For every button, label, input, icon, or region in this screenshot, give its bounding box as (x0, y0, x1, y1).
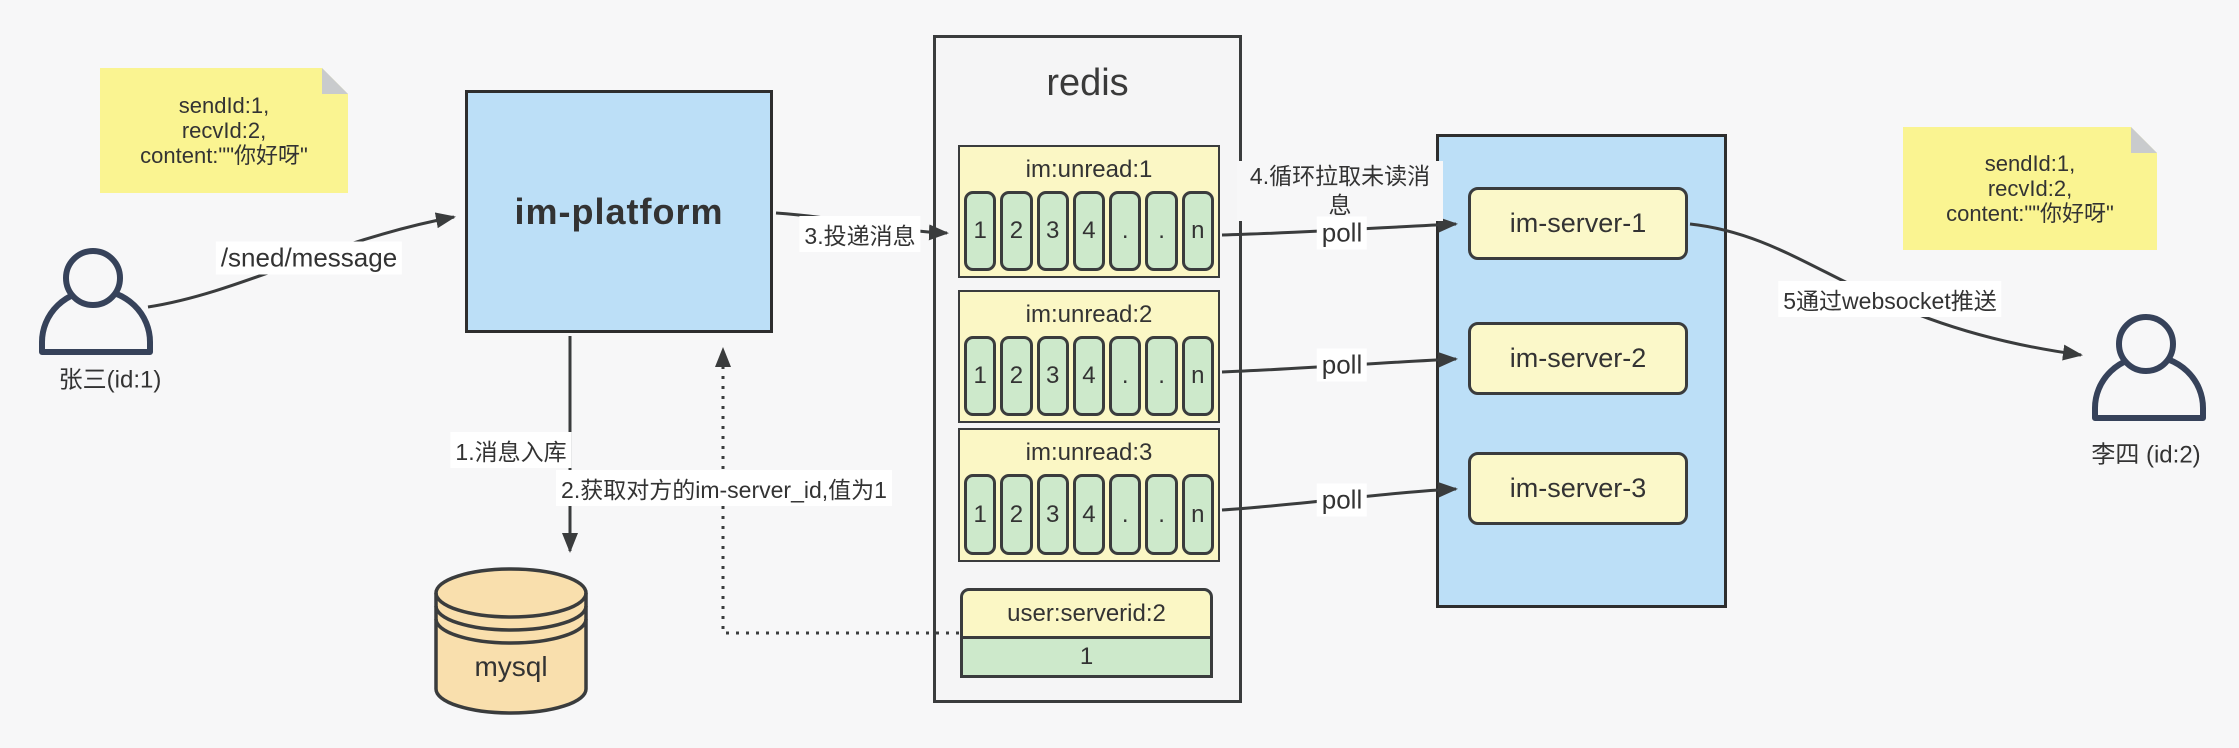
queue-cell: 1 (964, 191, 997, 271)
queue-cell: 1 (964, 336, 997, 416)
mysql-label: mysql (474, 651, 548, 682)
queue-cell: 4 (1072, 191, 1106, 271)
note-line: content:""你好呀" (1946, 201, 2114, 226)
queue-im-unread-3: im:unread:3 1 2 3 4 . . n (958, 428, 1220, 562)
edge-label-pull-loop: 4.循环拉取未读消息 (1237, 161, 1443, 221)
queue-im-unread-1: im:unread:1 1 2 3 4 . . n (958, 145, 1220, 278)
im-platform-label: im-platform (514, 190, 724, 232)
note-line: recvId:2, (1987, 176, 2073, 201)
queue-cell: 2 (1000, 474, 1033, 555)
queue-title: im:unread:3 (1025, 439, 1153, 466)
note-line: content:""你好呀" (140, 143, 308, 168)
queue-cell: 3 (1036, 191, 1069, 271)
edge-label-lookup: 2.获取对方的im-server_id,值为1 (556, 470, 892, 506)
im-server-3-box: im-server-3 (1468, 452, 1688, 525)
receiver-label: 李四 (id:2) (2091, 441, 2201, 469)
edge-label-deliver: 3.投递消息 (799, 216, 921, 252)
queue-title: im:unread:1 (1025, 156, 1153, 183)
edge-label-push: 5通过websocket推送 (1778, 281, 2002, 317)
note-sender-payload: sendId:1, recvId:2, content:""你好呀" (100, 68, 348, 193)
im-server-1-label: im-server-1 (1509, 208, 1647, 238)
im-server-2-box: im-server-2 (1468, 322, 1688, 395)
user-serverid-box: user:serverid:2 1 (960, 588, 1213, 678)
queue-cell: . (1145, 336, 1178, 416)
edge-label-poll-2: poll (1316, 348, 1368, 382)
queue-cell: n (1181, 336, 1214, 416)
user-icon (39, 248, 153, 355)
queue-im-unread-2: im:unread:2 1 2 3 4 . . n (958, 290, 1220, 423)
note-line: recvId:2, (181, 118, 267, 143)
queue-cell: 3 (1036, 474, 1069, 555)
queue-cell: . (1145, 191, 1178, 271)
folded-corner-icon (322, 68, 348, 94)
queue-cell: n (1181, 474, 1214, 555)
queue-cell: 3 (1036, 336, 1069, 416)
queue-cells: 1 2 3 4 . . n (960, 474, 1218, 560)
user-serverid-key: user:serverid:2 (963, 591, 1210, 639)
im-server-3-label: im-server-3 (1509, 473, 1647, 503)
queue-title: im:unread:2 (1025, 301, 1153, 328)
queue-cell: . (1109, 191, 1142, 271)
queue-cell: 4 (1072, 336, 1106, 416)
database-cylinder-icon (434, 567, 588, 715)
folded-corner-icon (2131, 127, 2157, 153)
note-line: sendId:1, (178, 93, 270, 118)
note-receiver-payload: sendId:1, recvId:2, content:""你好呀" (1903, 127, 2157, 250)
note-line: sendId:1, (1984, 151, 2076, 176)
user-serverid-value: 1 (1079, 643, 1094, 670)
queue-cell: 2 (1000, 336, 1033, 416)
queue-cell: 2 (1000, 191, 1033, 271)
sender-label: 张三(id:1) (58, 366, 162, 394)
queue-cell: 4 (1072, 474, 1106, 555)
queue-cells: 1 2 3 4 . . n (960, 191, 1218, 276)
im-server-1-box: im-server-1 (1468, 187, 1688, 260)
edge-label-store: 1.消息入库 (450, 432, 572, 468)
edge-label-poll-1: poll (1316, 216, 1368, 250)
queue-cell: n (1181, 191, 1214, 271)
queue-cell: . (1109, 336, 1142, 416)
queue-cells: 1 2 3 4 . . n (960, 336, 1218, 421)
im-platform-box: im-platform (465, 90, 773, 333)
edge-label-poll-3: poll (1316, 483, 1368, 517)
edge-label-send: /sned/message (215, 241, 403, 275)
queue-cell: . (1145, 474, 1178, 555)
queue-cell: 1 (964, 474, 997, 555)
user-icon (2092, 314, 2206, 421)
im-server-2-label: im-server-2 (1509, 343, 1647, 373)
redis-title: redis (1046, 62, 1129, 104)
queue-cell: . (1109, 474, 1142, 555)
